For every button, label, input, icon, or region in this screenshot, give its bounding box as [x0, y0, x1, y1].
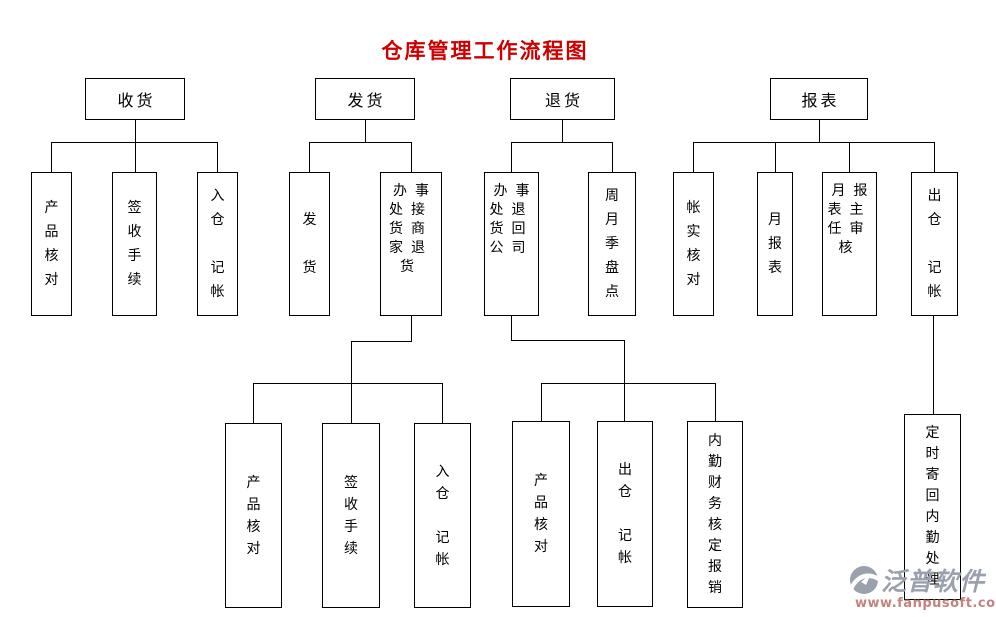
watermark: 泛普软件 www.fanpusoft.com: [849, 562, 996, 611]
node-rep-director-review: 月报 表主 任审 核: [822, 172, 877, 316]
connector-line: [511, 142, 612, 143]
node-recv-sign-procedure: 签 收 手 续: [112, 172, 157, 316]
node-reports: 报表: [770, 78, 868, 120]
connector-line: [715, 383, 716, 421]
node-returns: 退货: [510, 78, 615, 120]
node-ret2-outbound-entry: 出 仓 记 帐: [597, 421, 653, 607]
connector-line: [351, 341, 412, 342]
connector-line: [934, 142, 935, 172]
connector-line: [253, 383, 254, 423]
connector-line: [253, 383, 442, 384]
node-rep-outbound-entry: 出 仓 记 帐: [911, 172, 958, 316]
connector-line: [541, 383, 715, 384]
connector-line: [624, 340, 625, 421]
connector-line: [511, 316, 512, 340]
connector-line: [562, 120, 563, 142]
connector-line: [775, 142, 776, 172]
node-ret2-finance-approve: 内 勤 财 务 核 定 报 销: [687, 421, 743, 608]
node-ship-office-receive: 办事 处接 货商 家退 货: [380, 172, 442, 316]
connector-line: [309, 142, 412, 143]
watermark-url: www.fanpusoft.com: [855, 596, 996, 611]
node-recv-warehouse-entry: 入 仓 记 帐: [197, 172, 238, 316]
connector-line: [442, 383, 443, 423]
connector-line: [933, 316, 934, 414]
node-ret-stocktake: 周 月 季 盘 点: [588, 172, 636, 316]
node-ship2-product-check: 产 品 核 对: [225, 423, 282, 608]
node-ret2-product-check: 产 品 核 对: [512, 421, 570, 607]
connector-line: [217, 142, 218, 172]
node-ship2-warehouse-entry: 入 仓 记 帐: [414, 423, 471, 608]
connector-line: [51, 142, 52, 172]
page-title: 仓库管理工作流程图: [381, 39, 589, 63]
connector-line: [511, 142, 512, 172]
connector-line: [849, 142, 850, 172]
node-rep2-send-back: 定 时 寄 回 内 勤 处 理: [904, 414, 961, 600]
connector-line: [365, 120, 366, 142]
node-shipping: 发货: [315, 78, 415, 120]
node-receiving: 收货: [85, 78, 185, 120]
connector-line: [819, 120, 820, 142]
connector-line: [541, 383, 542, 421]
connector-line: [693, 142, 934, 143]
connector-line: [135, 142, 136, 172]
connector-line: [411, 316, 412, 341]
node-ship-dispatch: 发 货: [289, 172, 330, 316]
connector-line: [411, 142, 412, 172]
connector-line: [51, 142, 218, 143]
node-ship2-sign-procedure: 签 收 手 续: [322, 423, 380, 608]
connector-line: [693, 142, 694, 172]
node-recv-product-check: 产 品 核 对: [31, 172, 72, 316]
connector-line: [612, 142, 613, 172]
connector-line: [351, 341, 352, 423]
watermark-logo-icon: [849, 565, 879, 595]
node-rep-monthly-report: 月 报 表: [757, 172, 793, 316]
connector-line: [511, 340, 624, 341]
node-ret-office-return: 办事 处退 货回 公司: [484, 172, 539, 316]
connector-line: [135, 120, 136, 142]
connector-line: [309, 142, 310, 172]
node-rep-account-check: 帐 实 核 对: [673, 172, 714, 316]
watermark-brand: 泛普软件: [881, 567, 986, 596]
